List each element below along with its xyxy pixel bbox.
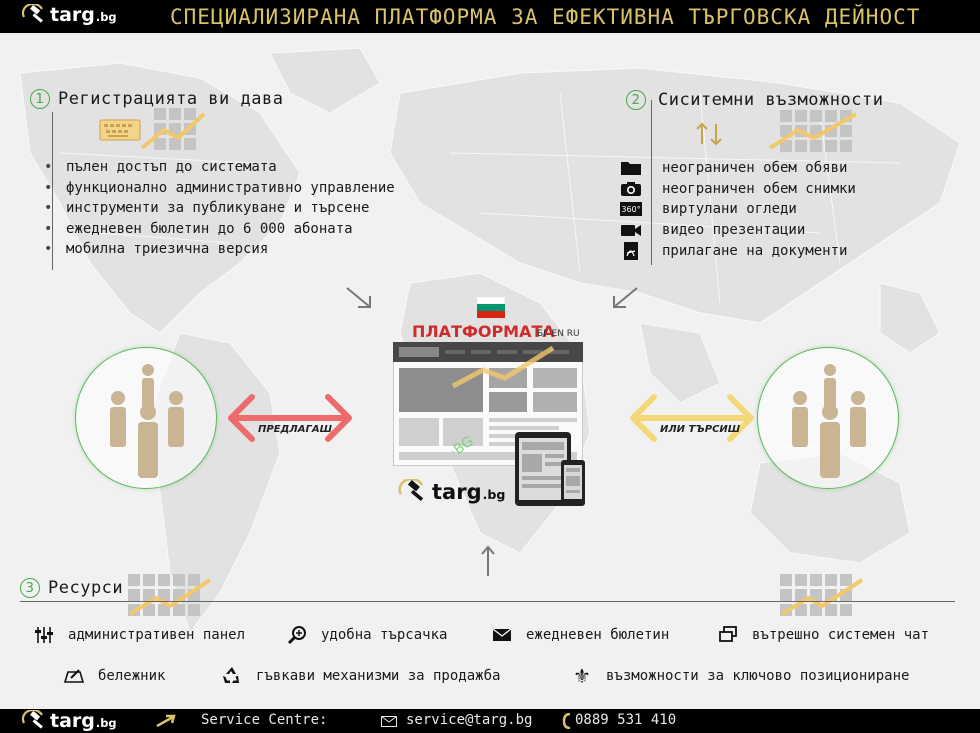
platform-label: ПЛАТФОРМАТА bbox=[412, 322, 555, 341]
search-double-arrow bbox=[630, 394, 754, 442]
envelope-icon bbox=[381, 716, 397, 727]
section1-list: пълен достъп до системата функционално а… bbox=[44, 157, 395, 260]
notepad-icon bbox=[62, 666, 86, 686]
camera-icon bbox=[620, 181, 642, 197]
footer-logo[interactable]: targ.bg bbox=[22, 710, 117, 732]
resource-search-engine: удобна търсачка bbox=[285, 625, 447, 645]
keyboard-icon bbox=[99, 119, 141, 141]
logo-suffix: .bg bbox=[95, 716, 117, 730]
search-label: ИЛИ ТЪРСИШ bbox=[660, 424, 741, 435]
section1-title: 1 Регистрацията ви дава bbox=[30, 89, 283, 109]
section3-number: 3 bbox=[20, 578, 40, 598]
top-bar bbox=[0, 0, 980, 33]
resource-internal-chat: вътрешно системен чат bbox=[716, 625, 929, 645]
chat-windows-icon bbox=[716, 625, 740, 645]
arrow-down-right-icon bbox=[346, 287, 371, 308]
offer-label: ПРЕДЛАГАШ bbox=[258, 424, 332, 435]
section2-number: 2 bbox=[626, 90, 646, 110]
list-item: пълен достъп до системата bbox=[44, 157, 395, 178]
section1-title-text: Регистрацията ви дава bbox=[58, 89, 284, 109]
up-down-arrows-icon bbox=[696, 122, 722, 146]
sellers-circle bbox=[75, 347, 217, 489]
list-item: функционално административно управление bbox=[44, 178, 395, 199]
arrow-down-left-icon bbox=[613, 287, 638, 308]
list-item: прилагане на документи bbox=[620, 240, 856, 261]
language-options[interactable]: БГ EN RU bbox=[537, 329, 580, 339]
section2-divider bbox=[651, 100, 652, 265]
headline: СПЕЦИАЛИЗИРАНА ПЛАТФОРМА ЗА ЕФЕКТИВНА ТЪ… bbox=[170, 5, 921, 29]
list-item: видео презентации bbox=[620, 220, 856, 241]
section1-number: 1 bbox=[30, 89, 50, 109]
tablet-phone-devices bbox=[515, 432, 585, 506]
resource-sales-mechanisms: гъвкави механизми за продажба bbox=[220, 666, 500, 686]
service-phone[interactable]: 0889 531 410 bbox=[575, 712, 677, 728]
resource-newsletter: ежедневен бюлетин bbox=[490, 625, 669, 645]
phone-icon bbox=[562, 713, 571, 729]
section3-graphic-left bbox=[128, 574, 212, 616]
list-item: неограничен обем обяви bbox=[620, 158, 856, 179]
service-email[interactable]: service@targ.bg bbox=[406, 712, 533, 728]
arrow-up-icon bbox=[481, 545, 495, 576]
sliders-icon bbox=[32, 625, 56, 645]
list-item: инструменти за публикуване и търсене bbox=[44, 198, 395, 219]
bulgaria-flag-icon bbox=[477, 297, 505, 318]
header-logo[interactable]: targ.bg bbox=[22, 4, 117, 26]
recycle-icon bbox=[220, 666, 244, 686]
pdf-document-icon bbox=[620, 241, 642, 260]
service-label: Service Centre: bbox=[201, 712, 328, 728]
buyers-circle bbox=[757, 347, 899, 489]
logo-text: targ bbox=[50, 710, 95, 732]
logo-text: targ bbox=[432, 480, 482, 504]
offer-double-arrow bbox=[228, 394, 352, 442]
logo-suffix: .bg bbox=[482, 486, 506, 502]
list-item: мобилна триезична версия bbox=[44, 239, 395, 260]
resource-admin-panel: административен панел bbox=[32, 625, 245, 645]
section2-list: неограничен обем обяви неограничен обем … bbox=[620, 158, 856, 261]
zoom-search-icon bbox=[285, 625, 309, 645]
section2-title: 2 Сиситемни възможности bbox=[626, 90, 883, 110]
resource-key-positioning: ⚜ възможности за ключово позициониране bbox=[570, 664, 909, 688]
people-group-icon bbox=[110, 364, 184, 478]
section2-title-text: Сиситемни възможности bbox=[658, 90, 884, 110]
list-item: ежедневен бюлетин до 6 000 абоната bbox=[44, 219, 395, 240]
fleur-de-lis-icon: ⚜ bbox=[573, 664, 591, 688]
logo-text: targ bbox=[50, 4, 95, 26]
section3-graphic-right bbox=[780, 574, 864, 616]
footer-bar: targ.bg Service Centre: service@targ.bg … bbox=[0, 709, 980, 733]
logo-suffix: .bg bbox=[95, 10, 117, 24]
video-camera-icon bbox=[620, 222, 642, 238]
list-item: 360° виртулани огледи bbox=[620, 201, 797, 218]
people-group-icon bbox=[792, 364, 866, 478]
envelope-icon bbox=[490, 625, 514, 645]
folder-icon bbox=[620, 160, 642, 176]
360-icon: 360° bbox=[620, 202, 642, 217]
section3-divider bbox=[20, 601, 955, 602]
gavel-icon bbox=[22, 4, 43, 23]
list-item: неограничен обем снимки bbox=[620, 179, 856, 200]
resource-notepad: бележник bbox=[62, 666, 165, 686]
section1-divider bbox=[52, 112, 53, 270]
section3-title-text: Ресурси bbox=[48, 578, 124, 598]
section2-graphic bbox=[696, 110, 857, 152]
arrow-right-icon bbox=[156, 714, 176, 728]
gavel-icon bbox=[22, 710, 43, 729]
section1-graphic bbox=[99, 108, 206, 150]
gavel-icon bbox=[398, 479, 424, 502]
center-logo[interactable]: targ.bg bbox=[398, 479, 505, 505]
section3-title: 3 Ресурси bbox=[20, 578, 123, 598]
